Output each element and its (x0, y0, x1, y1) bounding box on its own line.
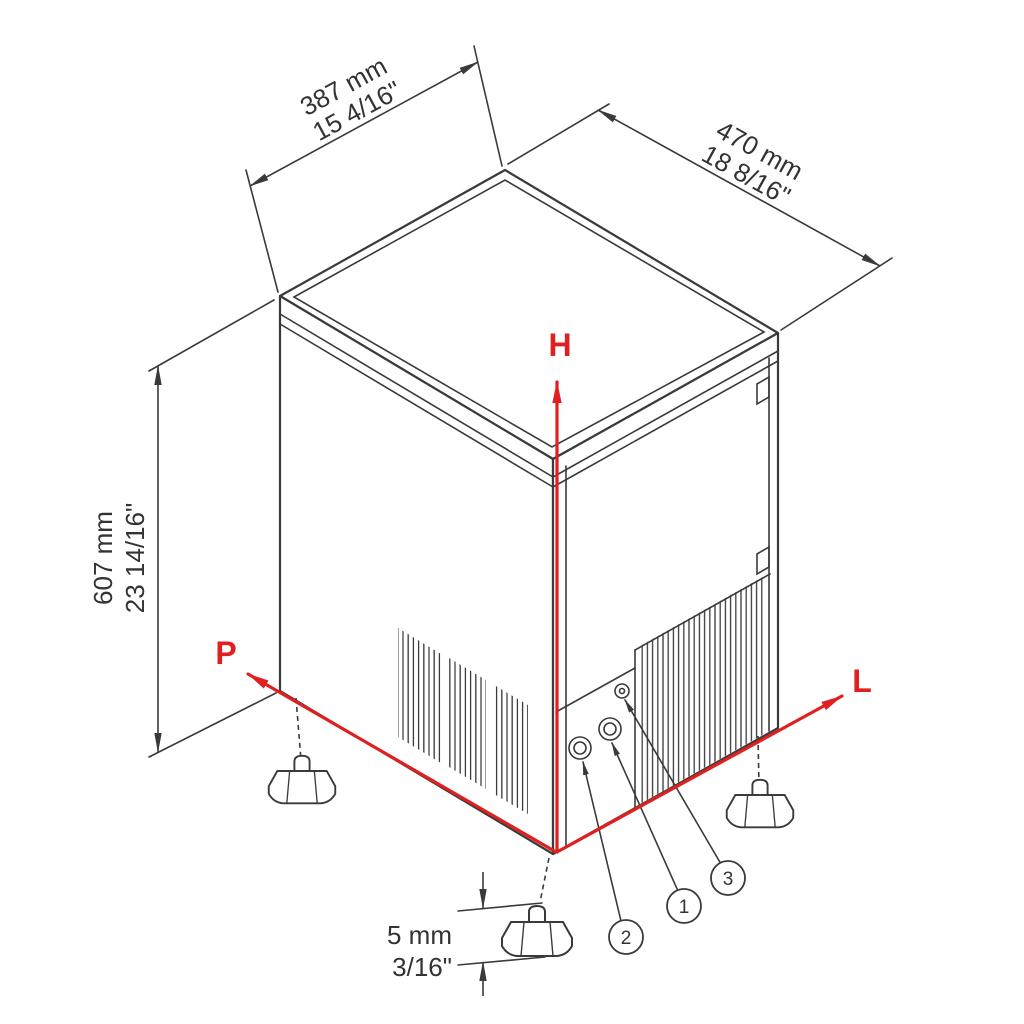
callout-3-circle (710, 860, 746, 896)
hinge-detail (756, 545, 770, 576)
axis-l-line (555, 694, 844, 854)
callout-2-circle (608, 919, 644, 955)
lid-rim-line (279, 313, 554, 478)
connector-3-fitting (614, 683, 630, 699)
dim-foot-extension-line (457, 902, 543, 912)
connector-1-fitting-inner (603, 722, 617, 736)
vent-grille (398, 628, 528, 814)
dim-width-extension-line (245, 169, 279, 293)
callout-1-circle (666, 888, 702, 924)
callout-3-label: 3 (723, 869, 734, 890)
hinge-detail (756, 375, 770, 406)
lid-inset-line (292, 179, 766, 448)
foot-front (501, 905, 573, 957)
dim-height-extension-line (148, 299, 275, 372)
connectors (568, 683, 630, 760)
axis-h-label: H (548, 327, 571, 363)
body-top-line (279, 323, 554, 488)
callout-1-leader (611, 742, 679, 892)
callout-2-label: 2 (621, 928, 632, 949)
foot-centerline (295, 697, 302, 761)
connector-1-fitting (598, 717, 622, 741)
foot-left (267, 754, 337, 805)
axis-p-line (246, 672, 558, 854)
axis-l-label: L (852, 663, 872, 699)
foot-centerline (539, 857, 550, 903)
connector-2-fitting (568, 736, 592, 760)
lid-rim-line (552, 350, 779, 478)
callout-3-leader (624, 699, 722, 865)
dim-width-extension-line (473, 45, 503, 167)
dim-depth-extension-line (780, 257, 893, 331)
dim-foot-height: 5 mm 3/16" (387, 872, 546, 996)
connector-2-fitting-inner (573, 741, 587, 755)
condenser-grille (640, 575, 766, 804)
vent-group (494, 685, 528, 814)
callout-1-label: 1 (679, 897, 690, 918)
foot-right (725, 778, 795, 829)
dim-height: 607 mm 23 14/16" (88, 299, 277, 758)
dim-foot-extension-line (457, 956, 546, 966)
cabinet (278, 168, 780, 856)
vent-group (449, 658, 486, 789)
axes: H P L (215, 327, 872, 854)
connector-3-fitting-inner (618, 687, 626, 695)
axis-p-label: P (215, 635, 236, 671)
vent-group (398, 628, 441, 763)
callouts: 2 1 3 (582, 699, 746, 955)
dim-foot-mm-label: 5 mm (387, 920, 452, 950)
dim-depth-extension-line (507, 103, 610, 165)
dim-height-mm-label: 607 mm (88, 511, 118, 605)
dim-width-line (249, 61, 479, 187)
feet (267, 697, 795, 957)
connection-panel-top-line (555, 667, 636, 713)
callout-2-leader (582, 761, 622, 922)
dim-height-extension-line (148, 692, 277, 758)
dim-depth-line (597, 109, 881, 267)
dim-foot-inch-label: 3/16" (392, 952, 452, 982)
dim-height-inch-label: 23 14/16" (120, 503, 150, 613)
body-top-line (552, 360, 779, 488)
